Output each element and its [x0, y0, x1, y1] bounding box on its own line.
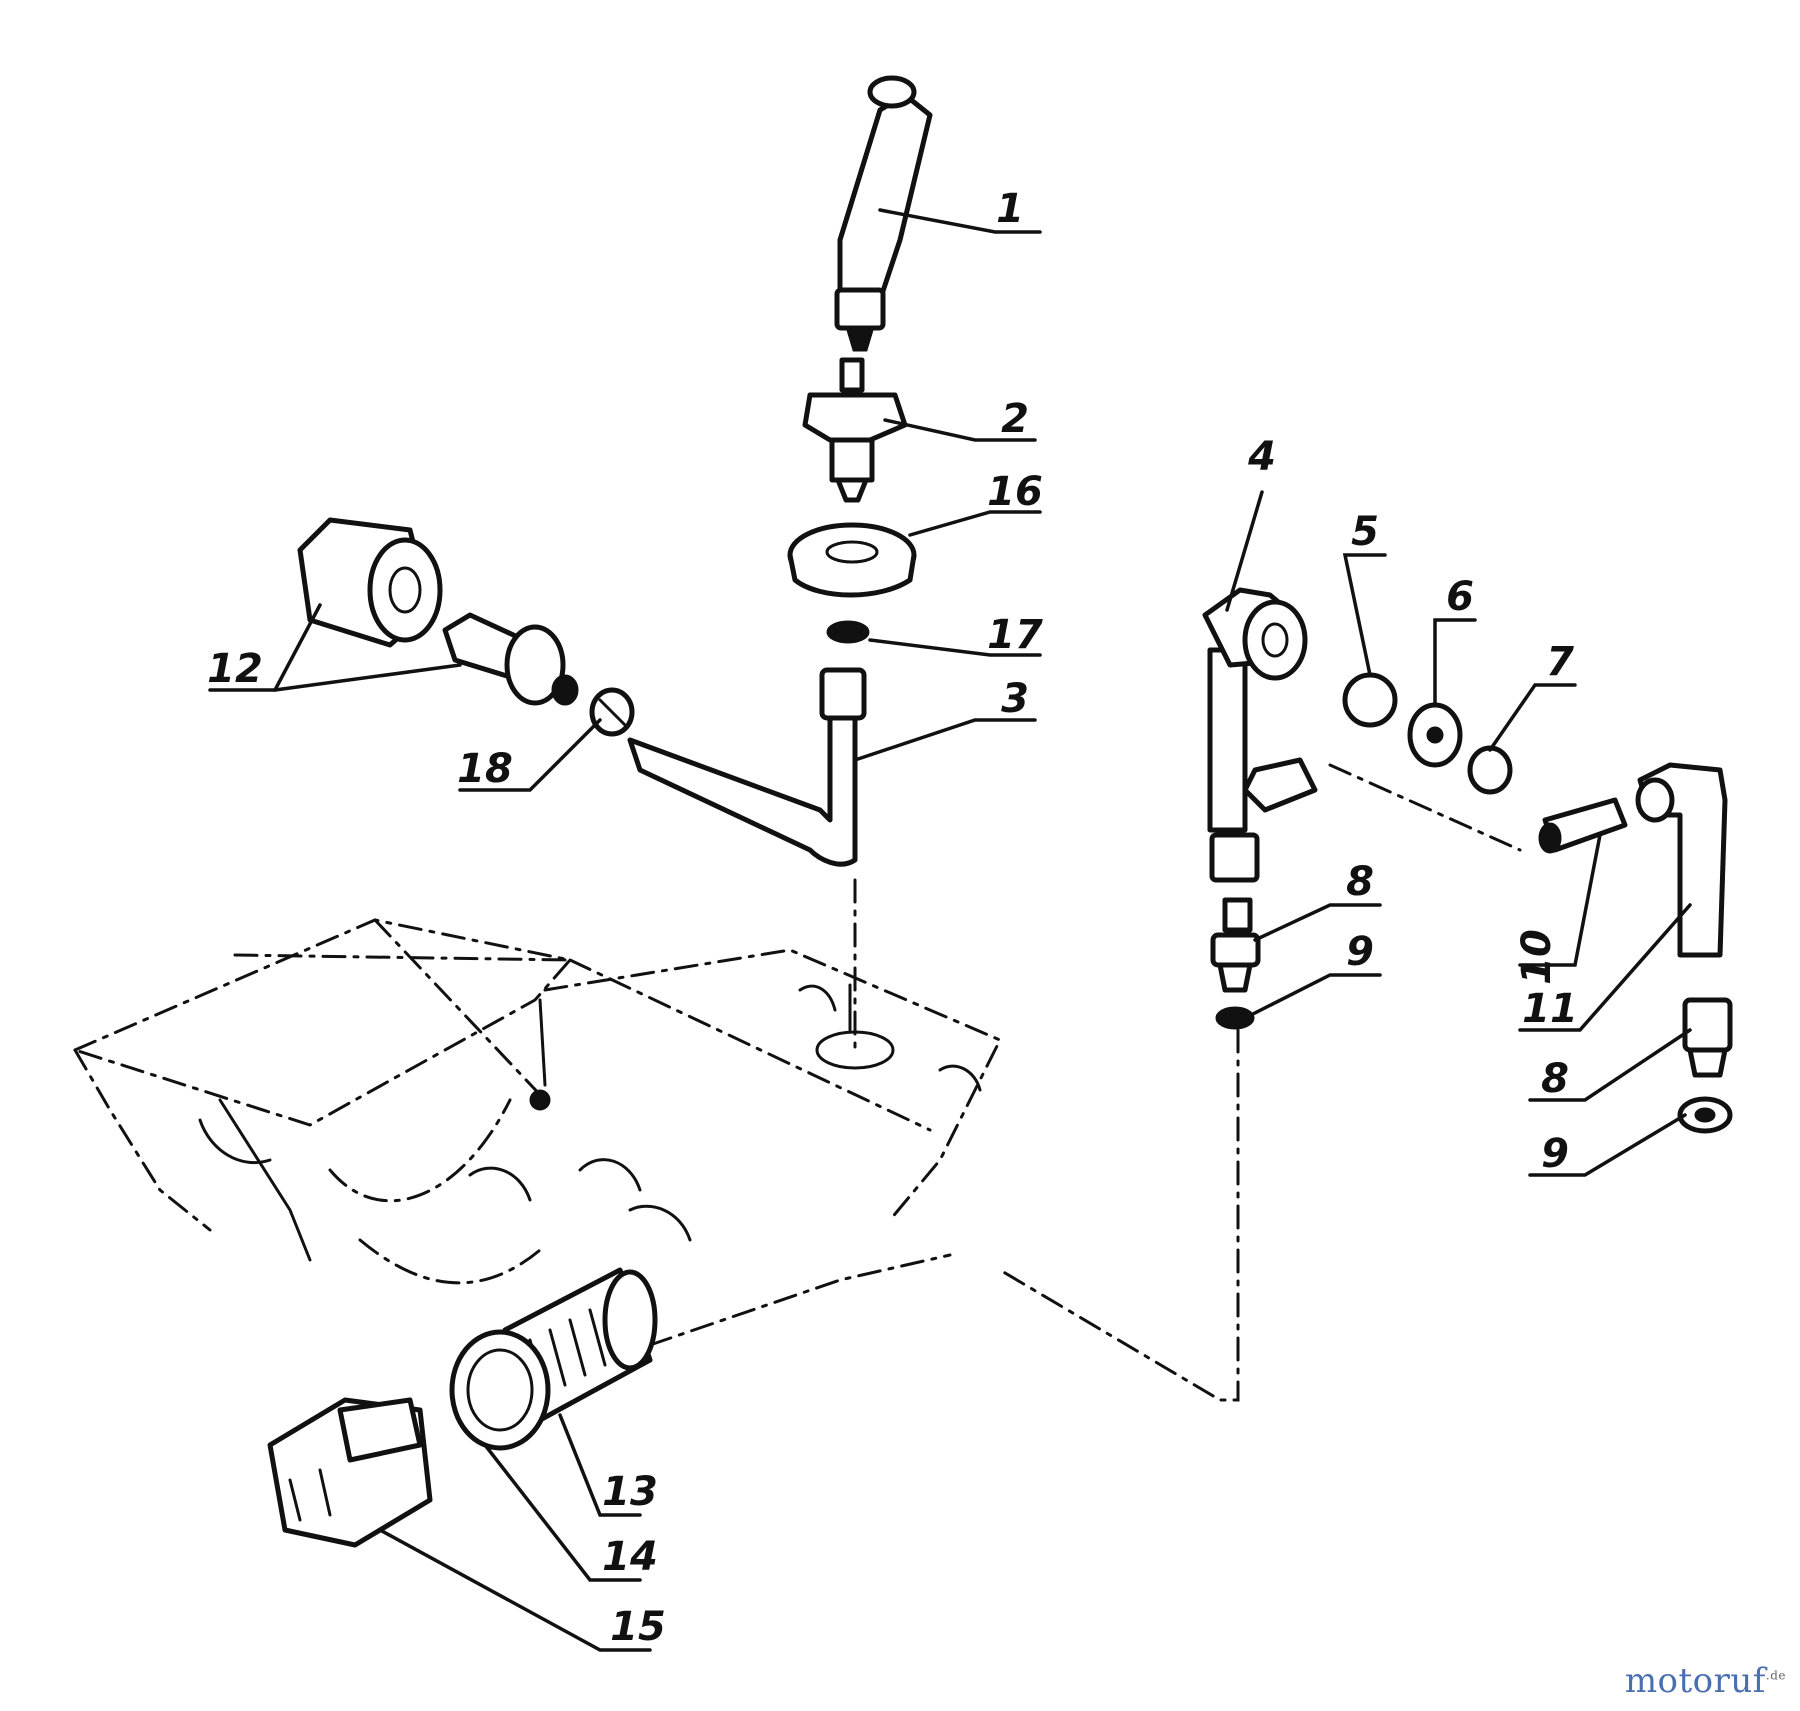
callout-8-right: 8: [1541, 1056, 1569, 1102]
part-8-fitting-left: [1210, 897, 1261, 993]
callout-4: 4: [1247, 434, 1276, 480]
part-1-bent-tube: [834, 75, 933, 352]
part-16-washer: [787, 522, 917, 598]
part-14-gasket: [449, 1329, 551, 1451]
callout-15: 15: [610, 1604, 666, 1650]
part-7-cap: [1467, 745, 1513, 795]
part-2-valve-fitting: [802, 357, 908, 503]
part-12-filter-cylinder: [297, 517, 579, 706]
callout-2: 2: [1001, 396, 1029, 442]
callout-7: 7: [1546, 639, 1574, 685]
callout-8-left: 8: [1346, 859, 1374, 905]
callout-16: 16: [987, 469, 1043, 515]
part-18-clamp: [589, 687, 635, 737]
leader-lines: [208, 208, 1692, 1652]
part-5-bushing: [1342, 672, 1398, 728]
watermark-text: motoruf: [1624, 1661, 1766, 1701]
part-3-l-tube: [627, 667, 867, 867]
axis-line-5: [1328, 763, 1522, 852]
callout-17: 17: [987, 612, 1043, 658]
callout-6: 6: [1446, 574, 1474, 620]
callout-labels: 1 2 16 17 3 12 18 4 5 6 7 8 9 10 11 8 9 …: [207, 186, 1578, 1650]
callout-1: 1: [996, 186, 1024, 232]
watermark-suffix: .de: [1765, 1668, 1786, 1683]
callout-11: 11: [1522, 986, 1578, 1032]
part-11-elbow-tube: [1635, 762, 1728, 958]
watermark-logo: motoruf.de: [1625, 1661, 1786, 1701]
part-8-fitting-right: [1682, 997, 1733, 1078]
callout-12: 12: [207, 646, 263, 692]
part-6-nut: [1407, 702, 1463, 768]
callout-5: 5: [1351, 509, 1379, 555]
part-15-drain-plug: [267, 1397, 433, 1548]
part-17-ring: [826, 620, 870, 644]
axis-line-4: [998, 1028, 1240, 1402]
callout-9-right: 9: [1541, 1131, 1569, 1177]
part-9-washer-left: [1215, 1006, 1255, 1030]
callout-13: 13: [602, 1469, 658, 1515]
engine-block-outline: [70, 878, 1003, 1347]
callout-9-left: 9: [1346, 929, 1374, 975]
part-10-nipple: [1538, 797, 1628, 854]
callout-14: 14: [602, 1534, 658, 1580]
callout-3: 3: [1001, 676, 1029, 722]
callout-18: 18: [457, 746, 513, 792]
part-4-tube: [1202, 587, 1318, 883]
part-9-washer-right: [1677, 1096, 1733, 1134]
callout-10: 10: [1514, 929, 1560, 985]
